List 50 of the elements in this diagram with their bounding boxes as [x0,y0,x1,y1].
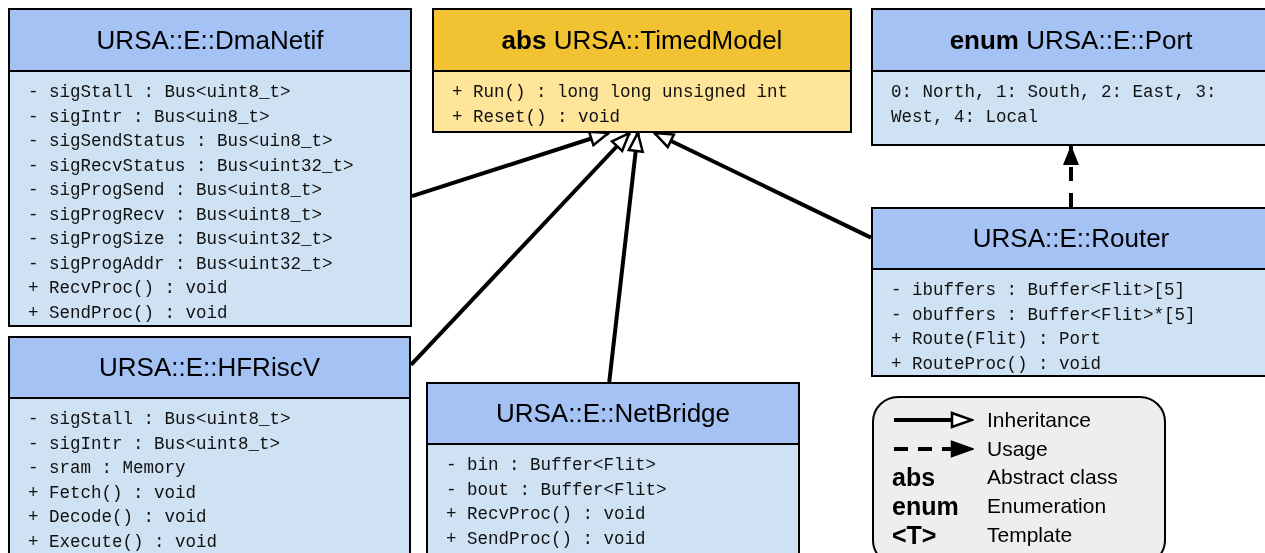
class-member: - sigIntr : Bus<uin8_t> [28,105,270,129]
class-member: - sigProgSize : Bus<uint32_t> [28,228,333,251]
class-member: - sigStall : Bus<uint8_t> [28,408,291,431]
class-name-header: enum URSA::E::Port [873,10,1265,72]
class-member: - sigProgSend : Bus<uint8_t> [28,179,323,202]
class-member: - sigIntr : Bus<uint8_t> [28,432,281,456]
class-member: + Run() : long long unsigned int [452,81,789,104]
class-member: - sigProgRecv : Bus<uint8_t> [28,203,323,227]
legend-text: Abstract class [987,465,1118,490]
class-box [8,8,412,327]
legend-keyword: abs [892,464,936,491]
arrow [653,131,872,240]
legend-text: Inheritance [987,408,1091,433]
class-member: + RouteProc() : void [891,352,1102,376]
class-box [426,382,800,553]
class-member: - sigSendStatus : Bus<uin8_t> [28,130,333,153]
class-member: - ibuffers : Buffer<Flit>[5] [891,279,1186,302]
class-member: + Decode() : void [28,506,207,529]
class-member: + Reset() : void [452,105,621,129]
class-name-header: URSA::E::NetBridge [428,384,798,445]
class-box [871,207,1265,377]
class-member: - bout : Buffer<Flit> [446,478,667,502]
class-member: - sigProgAddr : Bus<uint32_t> [28,252,333,276]
class-member: + Route(Flit) : Port [891,328,1102,351]
class-member: + Fetch() : void [28,481,197,505]
class-member: - obuffers : Buffer<Flit>*[5] [891,303,1196,327]
dashed-arrow [1063,145,1079,207]
legend-text: Usage [987,436,1048,461]
class-member: + Execute() : void [28,530,218,553]
legend-keyword: <T> [892,521,937,548]
legend-keyword: enum [892,493,959,520]
class-box [871,8,1265,146]
class-name-header: URSA::E::HFRiscV [10,338,409,399]
class-member: - sram : Memory [28,457,186,480]
class-box [432,8,852,133]
class-name-header: abs URSA::TimedModel [434,10,850,72]
class-name-header: URSA::E::Router [873,209,1265,270]
legend-text: Template [987,522,1073,547]
class-member: + RecvProc() : void [28,277,228,300]
class-member: - sigRecvStatus : Bus<uint32_t> [28,154,354,178]
legend-text: Enumeration [987,494,1107,519]
class-member: + SendProc() : void [446,527,646,551]
class-member: + RecvProc() : void [446,503,646,526]
arrow [607,131,644,383]
class-member: - sigStall : Bus<uint8_t> [28,81,291,104]
class-member: - bin : Buffer<Flit> [446,454,657,477]
class-member: + SendProc() : void [28,301,228,325]
class-box [8,336,411,553]
enum-values: 0: North, 1: South, 2: East, 3: West, 4: Local [891,81,1218,129]
class-name-header: URSA::E::DmaNetif [10,10,410,72]
